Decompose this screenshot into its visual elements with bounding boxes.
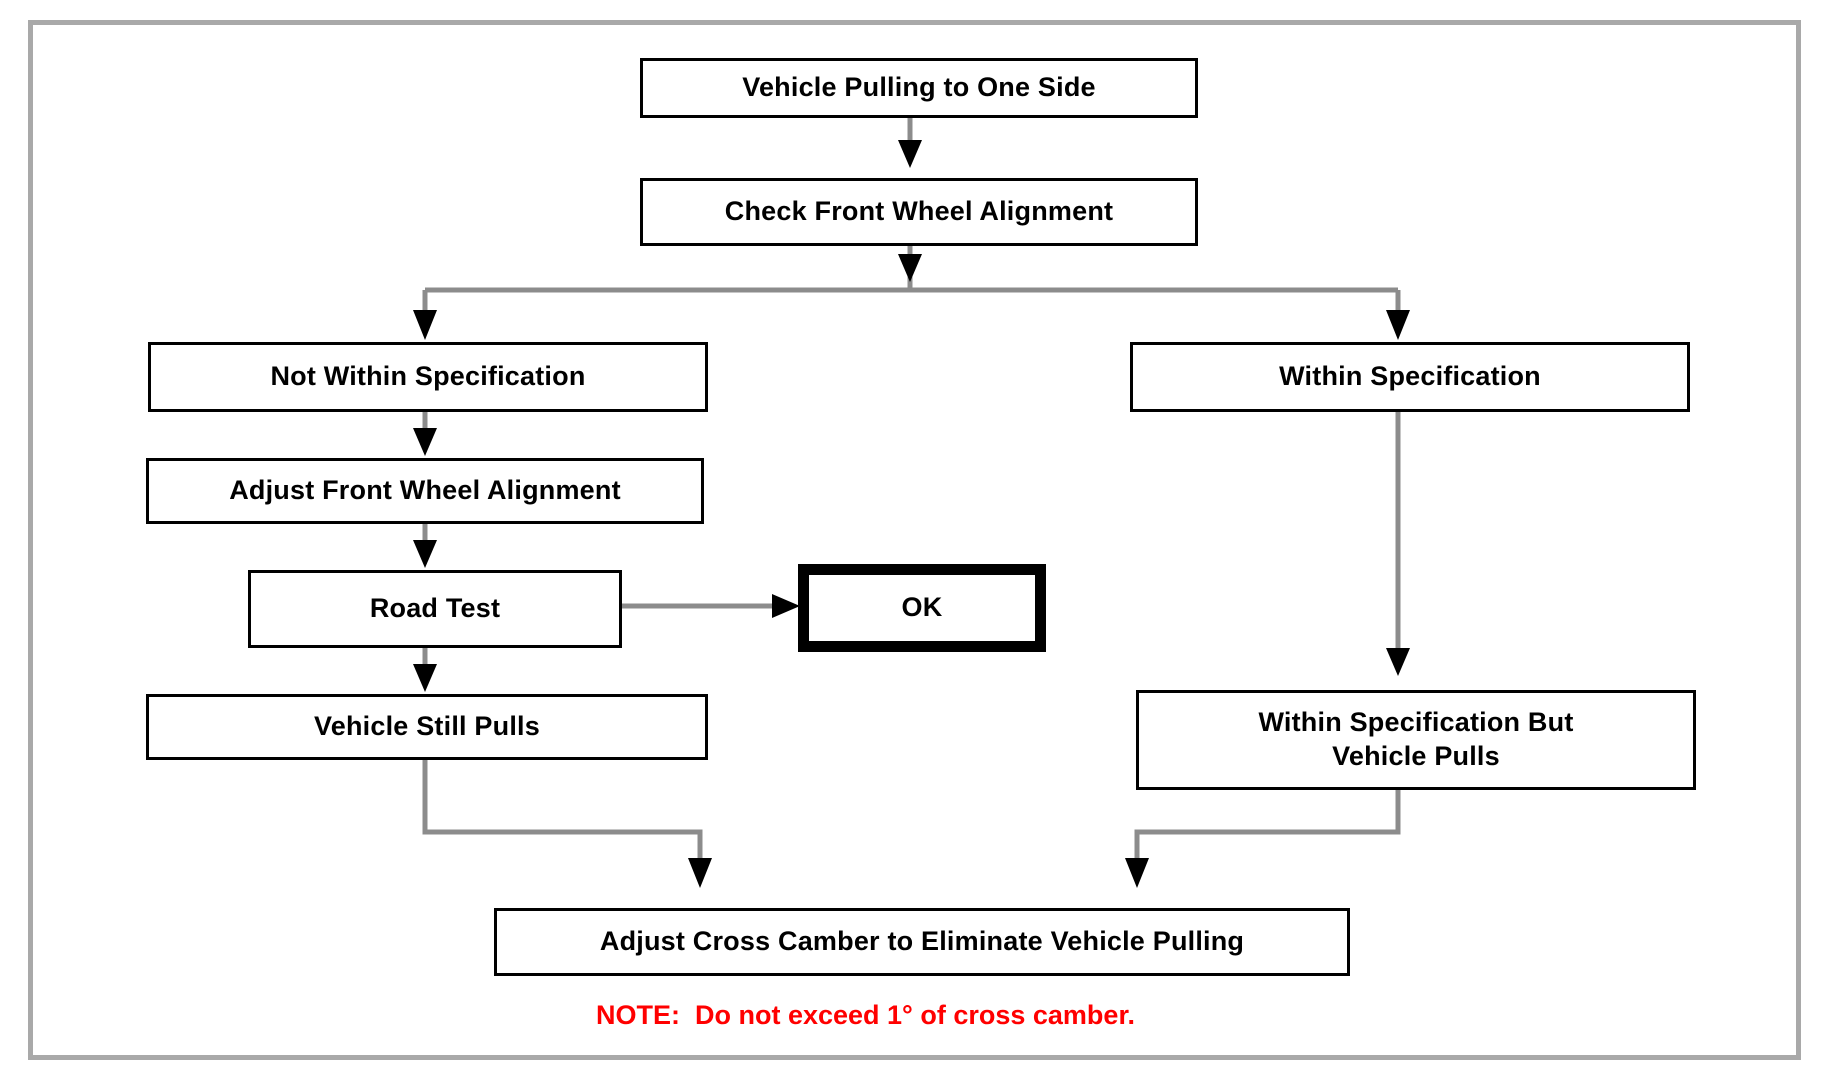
node-adjust-cross-camber[interactable]: Adjust Cross Camber to Eliminate Vehicle… <box>494 908 1350 976</box>
node-label: Road Test <box>369 593 501 624</box>
node-label-line-1: Within Specification But <box>1258 707 1574 738</box>
node-label: Vehicle Pulling to One Side <box>742 72 1096 103</box>
node-within-specification[interactable]: Within Specification <box>1130 342 1690 412</box>
node-adjust-front-wheel-alignment[interactable]: Adjust Front Wheel Alignment <box>146 458 704 524</box>
node-check-front-wheel-alignment[interactable]: Check Front Wheel Alignment <box>640 178 1198 246</box>
node-label: Within Specification <box>1279 361 1541 392</box>
node-label-line-2: Vehicle Pulls <box>1332 741 1500 771</box>
node-ok[interactable]: OK <box>798 564 1046 652</box>
node-label: Adjust Cross Camber to Eliminate Vehicle… <box>599 926 1245 957</box>
node-vehicle-still-pulls[interactable]: Vehicle Still Pulls <box>146 694 708 760</box>
node-label: Adjust Front Wheel Alignment <box>229 475 621 506</box>
node-vehicle-pulling-to-one-side[interactable]: Vehicle Pulling to One Side <box>640 58 1198 118</box>
node-label: Check Front Wheel Alignment <box>724 196 1114 227</box>
note-cross-camber-limit: NOTE: Do not exceed 1° of cross camber. <box>596 1000 1135 1030</box>
node-not-within-specification[interactable]: Not Within Specification <box>148 342 708 412</box>
node-label: Vehicle Still Pulls <box>314 711 540 742</box>
diagram-frame <box>28 20 1801 1060</box>
node-within-specification-but-vehicle-pulls[interactable]: Within Specification But Vehicle Pulls <box>1136 690 1696 790</box>
node-road-test[interactable]: Road Test <box>248 570 622 648</box>
node-label: OK <box>901 592 943 623</box>
node-label: Not Within Specification <box>270 361 586 392</box>
